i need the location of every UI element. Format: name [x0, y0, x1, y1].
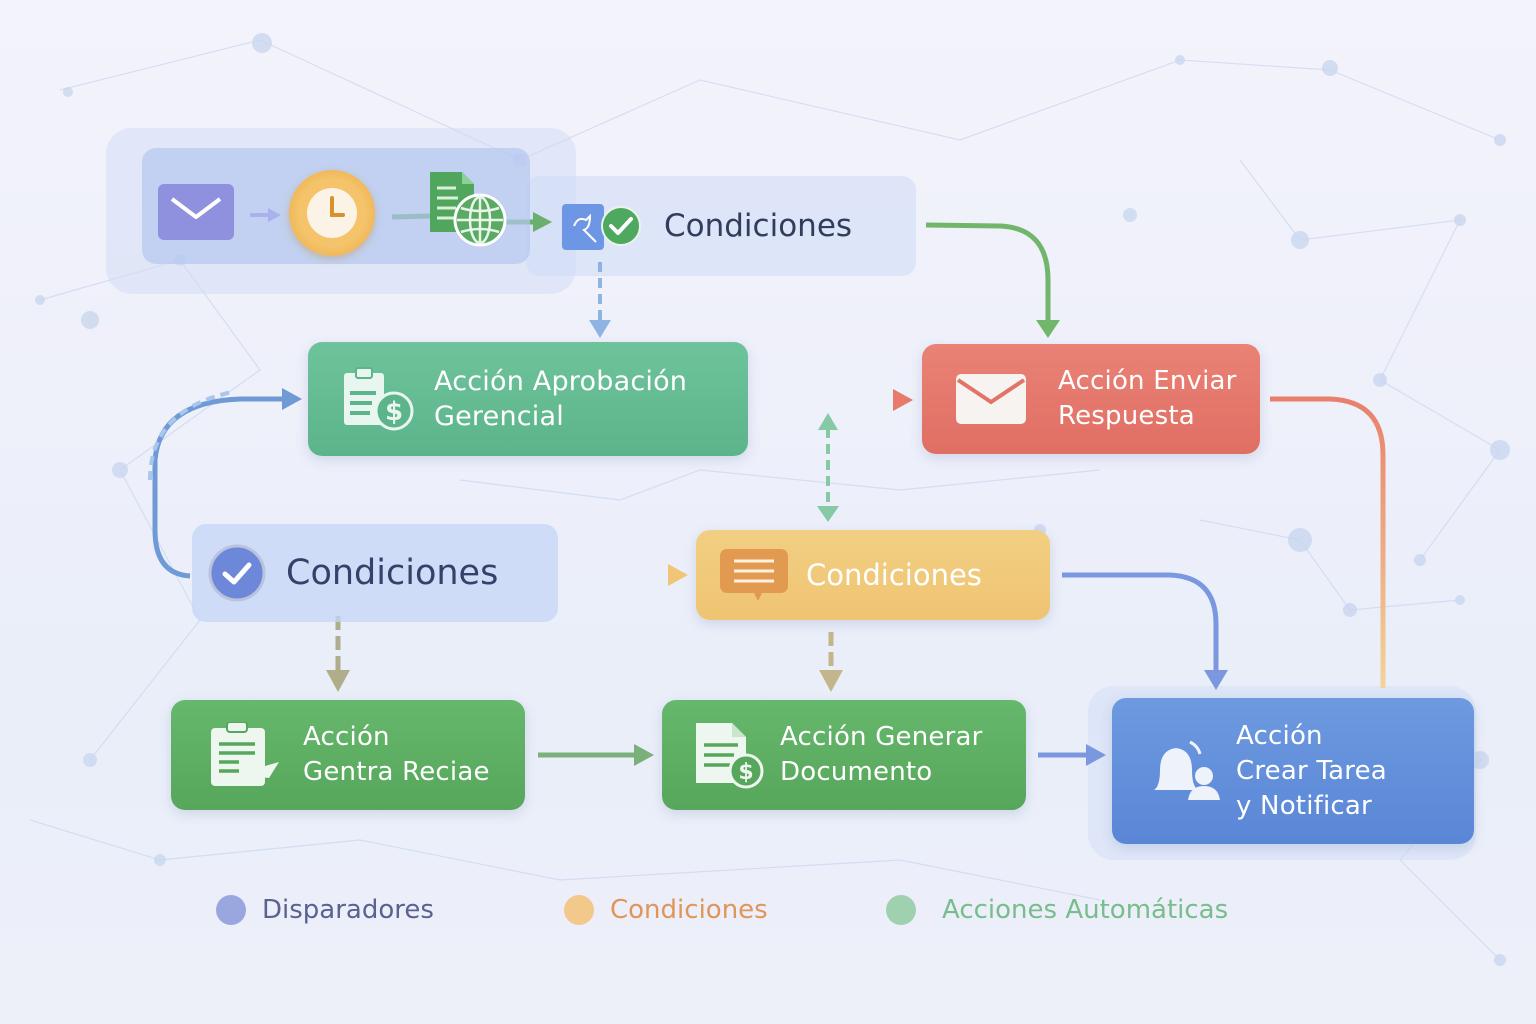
node-label-line2: Respuesta [1058, 401, 1195, 431]
svg-text:$: $ [738, 760, 753, 785]
condition-node-top[interactable]: Condiciones [560, 196, 900, 256]
node-label-line1: Acción Enviar [1058, 366, 1237, 396]
trigger-clock[interactable] [289, 170, 375, 256]
legend-dot-icon [886, 895, 916, 925]
check-circle-icon [208, 544, 266, 602]
condition-node-middle[interactable]: Condiciones [696, 530, 1050, 620]
chat-lines-icon [718, 547, 788, 603]
node-label-line2: Gentra Reciae [303, 757, 490, 787]
node-label-line1: Acción [303, 722, 390, 752]
node-label-line1: Acción Aprobación [434, 366, 688, 397]
action-node-gentra[interactable]: Acción Gentra Reciae [171, 700, 525, 810]
condition-label: Condiciones [806, 558, 982, 592]
legend-dot-icon [564, 895, 594, 925]
legend-dot-icon [216, 895, 246, 925]
legend-item-triggers: Disparadores [216, 895, 434, 925]
legend-label: Condiciones [610, 895, 768, 925]
document-globe-icon [430, 172, 507, 247]
condition-label: Condiciones [286, 553, 499, 593]
node-label-line2: Crear Tarea [1236, 755, 1387, 786]
svg-text:$: $ [385, 397, 403, 427]
envelope-icon [170, 197, 222, 219]
document-dollar-icon: $ [694, 721, 766, 789]
node-label-line2: Documento [780, 757, 933, 787]
node-label-line1: Acción [1236, 720, 1323, 751]
legend-label: Acciones Automáticas [942, 895, 1229, 925]
envelope-icon [954, 372, 1028, 426]
condition-label: Condiciones [664, 208, 853, 244]
legend-item-conditions: Condiciones [564, 895, 768, 925]
clock-icon [307, 188, 357, 238]
clipboard-dollar-icon: $ [342, 367, 418, 431]
legend: Disparadores Condiciones Acciones Automá… [0, 895, 1536, 935]
legend-item-actions: Acciones Automáticas [886, 895, 1228, 925]
node-label-line2: Gerencial [434, 401, 564, 432]
clipboard-edit-icon [209, 722, 281, 788]
action-node-generate-document[interactable]: $ Acción Generar Documento [662, 700, 1026, 810]
legend-label: Disparadores [262, 895, 434, 925]
node-label-line3: y Notificar [1236, 790, 1372, 821]
trigger-envelope[interactable] [158, 184, 234, 240]
action-node-send-reply[interactable]: Acción Enviar Respuesta [922, 344, 1260, 454]
node-label-line1: Acción Generar [780, 722, 983, 752]
action-node-create-task-notify[interactable]: Acción Crear Tarea y Notificar [1112, 698, 1474, 844]
action-node-approval[interactable]: $ Acción Aprobación Gerencial [308, 342, 748, 456]
search-check-icon [562, 204, 604, 250]
condition-node-left[interactable]: Condiciones [192, 524, 558, 622]
check-circle-icon [601, 206, 641, 246]
trigger-document-globe[interactable] [428, 170, 510, 250]
bell-user-icon [1146, 738, 1222, 804]
